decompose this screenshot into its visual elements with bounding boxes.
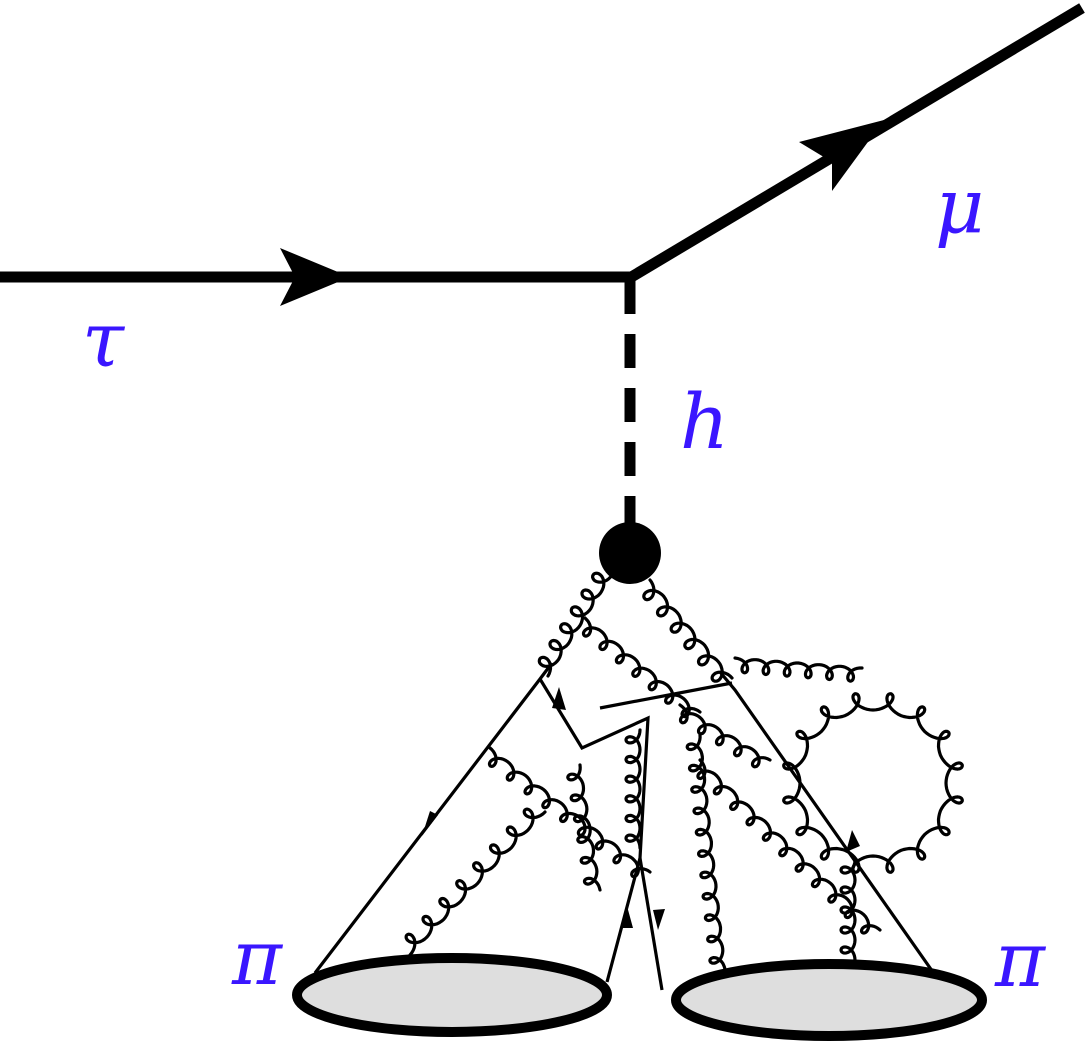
gluon-left-low (404, 807, 547, 957)
tau-label: τ (82, 295, 125, 384)
gluon-left-mid (487, 746, 652, 879)
gluon-loop (782, 692, 964, 874)
gluon-cross-2 (678, 703, 772, 769)
gluon-vertex-right (642, 578, 734, 683)
quark-line-left-inner (538, 678, 650, 983)
gluon-right-low (839, 858, 857, 962)
pion-blob-left (292, 953, 612, 1037)
quark-arrow-2 (552, 687, 566, 710)
gluon-center (624, 728, 642, 850)
quark-arrow-1 (422, 811, 438, 836)
quark-line-crossbar (599, 681, 733, 710)
muon-arrow (799, 120, 884, 191)
gluon-vertex-left (537, 571, 614, 678)
pion-label-left: π (232, 913, 282, 1002)
quark-arrow-4 (653, 909, 665, 930)
gluon-cross-1 (581, 616, 702, 719)
muon-label: μ (935, 161, 985, 250)
gluon-lines (404, 571, 964, 972)
tau-arrow (280, 248, 350, 306)
quark-arrows (422, 687, 860, 930)
quark-arrow-3 (621, 906, 633, 928)
higgs-label: h (680, 377, 729, 466)
gluon-top-right (733, 656, 864, 683)
pion-label-right: π (995, 915, 1045, 1004)
gluon-center-left (566, 763, 602, 892)
quark-lines (313, 662, 937, 991)
gluon-right-drop (685, 733, 727, 972)
quark-line-right-inner (638, 857, 664, 991)
quark-arrow-5 (846, 830, 860, 852)
vertex-dot (599, 522, 661, 584)
quark-line-right-outer (718, 670, 937, 976)
pion-blob-right (671, 959, 987, 1041)
